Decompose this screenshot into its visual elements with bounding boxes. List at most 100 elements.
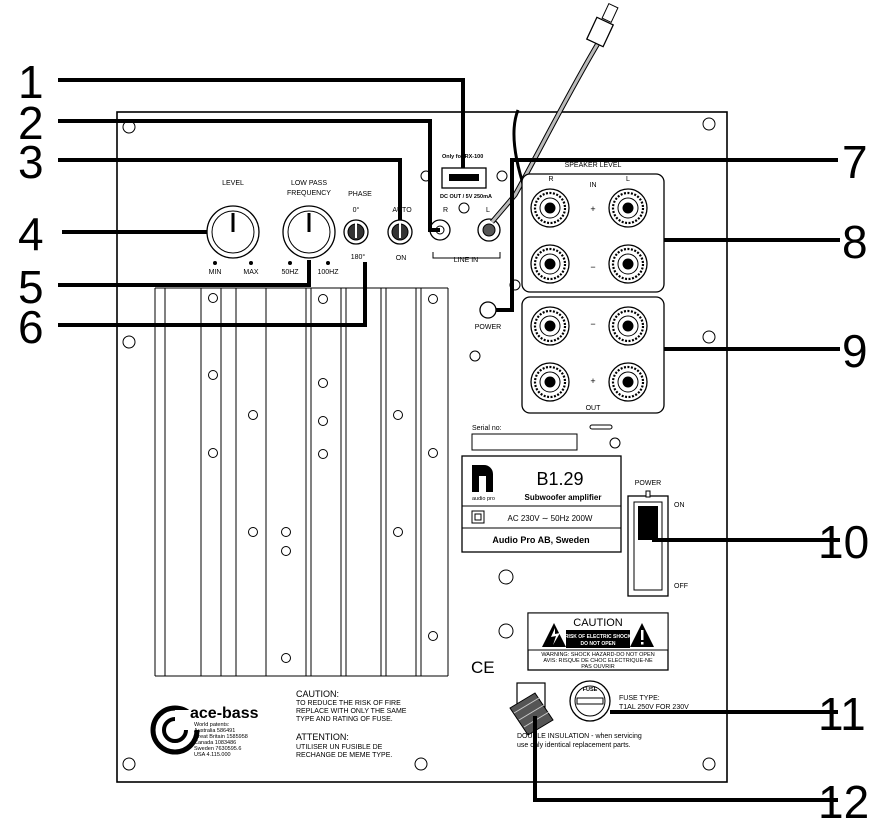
serial-field bbox=[471, 433, 578, 451]
acebass-logo-text: ace-bass bbox=[190, 705, 259, 722]
badge-rating: AC 230V ∼ 50Hz 200W bbox=[508, 514, 593, 523]
level-label: LEVEL bbox=[222, 180, 244, 187]
callout-lines bbox=[58, 78, 840, 802]
binding-post bbox=[530, 244, 570, 284]
power-led bbox=[479, 301, 497, 319]
power-switch-title: POWER bbox=[635, 480, 661, 487]
phase-label: PHASE bbox=[348, 191, 372, 198]
insulation-text-2: use only identical replacement parts. bbox=[517, 742, 631, 749]
caution-warning-1: WARNING: SHOCK HAZARD-DO NOT OPEN bbox=[541, 652, 654, 658]
lowpass-min-label: 50HZ bbox=[281, 269, 299, 276]
speaker-in-minus: − bbox=[590, 262, 595, 272]
fuse-type-2: T1AL 250V FOR 230V bbox=[619, 704, 689, 711]
speaker-out-plus: + bbox=[590, 376, 595, 386]
badge-model: B1.29 bbox=[536, 469, 583, 489]
heatsink-holes bbox=[208, 293, 438, 663]
ce-mark: CE bbox=[471, 658, 495, 677]
lowpass-knob bbox=[282, 205, 336, 265]
callout-8: 8 bbox=[842, 216, 868, 268]
caution-line1: RISK OF ELECTRIC SHOCK bbox=[565, 634, 632, 640]
callout-numbers: 1 2 3 4 5 6 7 8 9 10 11 12 bbox=[18, 56, 869, 828]
usb-bottom-label: DC OUT / 5V 250mA bbox=[440, 194, 492, 200]
heatsink bbox=[154, 287, 449, 677]
speaker-out-label: OUT bbox=[586, 405, 602, 412]
binding-posts bbox=[530, 188, 648, 402]
acebass-patent-1: Australia 586491 bbox=[194, 728, 235, 734]
caution-label bbox=[527, 612, 669, 671]
power-switch bbox=[627, 490, 669, 597]
badge-logo-text: audio pro bbox=[472, 496, 495, 502]
caution-en-2: REPLACE WITH ONLY THE SAME bbox=[296, 708, 407, 715]
line-in-label: LINE IN bbox=[454, 257, 479, 264]
line-in-r-label: R bbox=[443, 207, 448, 214]
auto-label: AUTO bbox=[392, 207, 412, 214]
speaker-level-title: SPEAKER LEVEL bbox=[565, 162, 622, 169]
binding-post bbox=[530, 188, 570, 228]
level-max-label: MAX bbox=[243, 269, 259, 276]
caution-line2: DO NOT OPEN bbox=[580, 641, 615, 647]
acebass-patent-2: Great Britain 1585958 bbox=[194, 734, 248, 740]
binding-post bbox=[608, 188, 648, 228]
callout-4: 4 bbox=[18, 208, 44, 260]
caution-fr-2: RECHANGE DE MEME TYPE. bbox=[296, 752, 392, 759]
caution-warning-2: AVIS: RISQUE DE CHOC ELECTRIQUE-NE bbox=[543, 658, 653, 664]
speaker-out-minus: − bbox=[590, 319, 595, 329]
badge-type: Subwoofer amplifier bbox=[525, 493, 602, 502]
fuse-cap-label: FUSE bbox=[583, 687, 598, 693]
acebass-patent-5: USA 4.115.000 bbox=[194, 752, 231, 758]
caution-fr-title: ATTENTION: bbox=[296, 732, 349, 742]
speaker-in-plus: + bbox=[590, 204, 595, 214]
lowpass-max-label: 100HZ bbox=[317, 269, 339, 276]
callout-2: 2 bbox=[18, 97, 44, 149]
binding-post bbox=[608, 244, 648, 284]
lowpass-label-2: FREQUENCY bbox=[287, 190, 331, 197]
binding-post bbox=[608, 306, 648, 346]
callout-5: 5 bbox=[18, 261, 44, 313]
callout-9: 9 bbox=[842, 325, 868, 377]
level-min-label: MIN bbox=[209, 269, 222, 276]
power-switch-on: ON bbox=[674, 502, 685, 509]
mounting-holes bbox=[122, 117, 716, 771]
fuse-type-1: FUSE TYPE: bbox=[619, 695, 660, 702]
binding-post bbox=[530, 362, 570, 402]
speaker-in-label: IN bbox=[590, 182, 597, 189]
fuse-holder bbox=[569, 680, 611, 722]
binding-post bbox=[530, 306, 570, 346]
power-led-label: POWER bbox=[475, 324, 501, 331]
binding-post bbox=[608, 362, 648, 402]
acebass-patent-4: Sweden 7630595.6 bbox=[194, 746, 241, 752]
callout-6: 6 bbox=[18, 301, 44, 353]
caution-fr-1: UTILISER UN FUSIBLE DE bbox=[296, 744, 383, 751]
serial-slot bbox=[589, 424, 613, 430]
line-in-l-label: L bbox=[486, 207, 490, 214]
on-label: ON bbox=[396, 255, 407, 262]
speaker-l-label: L bbox=[626, 176, 630, 183]
level-knob bbox=[206, 205, 260, 265]
callout-7: 7 bbox=[842, 136, 868, 188]
phase-switch bbox=[343, 219, 369, 245]
insulation-text-1: DOUBLE INSULATION - when servicing bbox=[517, 733, 642, 740]
caution-en-title: CAUTION: bbox=[296, 689, 339, 699]
acebass-logo bbox=[150, 705, 205, 755]
serial-label: Serial no: bbox=[472, 425, 502, 432]
callout-12: 12 bbox=[818, 776, 869, 826]
callout-11: 11 bbox=[818, 688, 866, 740]
acebass-patent-0: World patents: bbox=[194, 722, 230, 728]
badge-maker: Audio Pro AB, Sweden bbox=[492, 535, 589, 545]
phase-0-label: 0° bbox=[353, 206, 360, 214]
callout-10: 10 bbox=[818, 516, 869, 568]
caution-en-1: TO REDUCE THE RISK OF FIRE bbox=[296, 700, 401, 707]
caution-warning-3: PAS OUVRIR bbox=[581, 664, 615, 670]
lowpass-label-1: LOW PASS bbox=[291, 180, 327, 187]
callout-3: 3 bbox=[18, 136, 44, 188]
usb-top-label: Only for RX-100 bbox=[442, 154, 483, 160]
power-switch-off: OFF bbox=[674, 583, 688, 590]
model-badge bbox=[461, 455, 622, 553]
auto-on-switch bbox=[387, 219, 413, 245]
usb-port bbox=[441, 167, 487, 189]
speaker-r-label: R bbox=[548, 176, 553, 183]
acebass-patent-3: Canada 1083486 bbox=[194, 740, 236, 746]
phase-180-label: 180° bbox=[351, 253, 366, 261]
